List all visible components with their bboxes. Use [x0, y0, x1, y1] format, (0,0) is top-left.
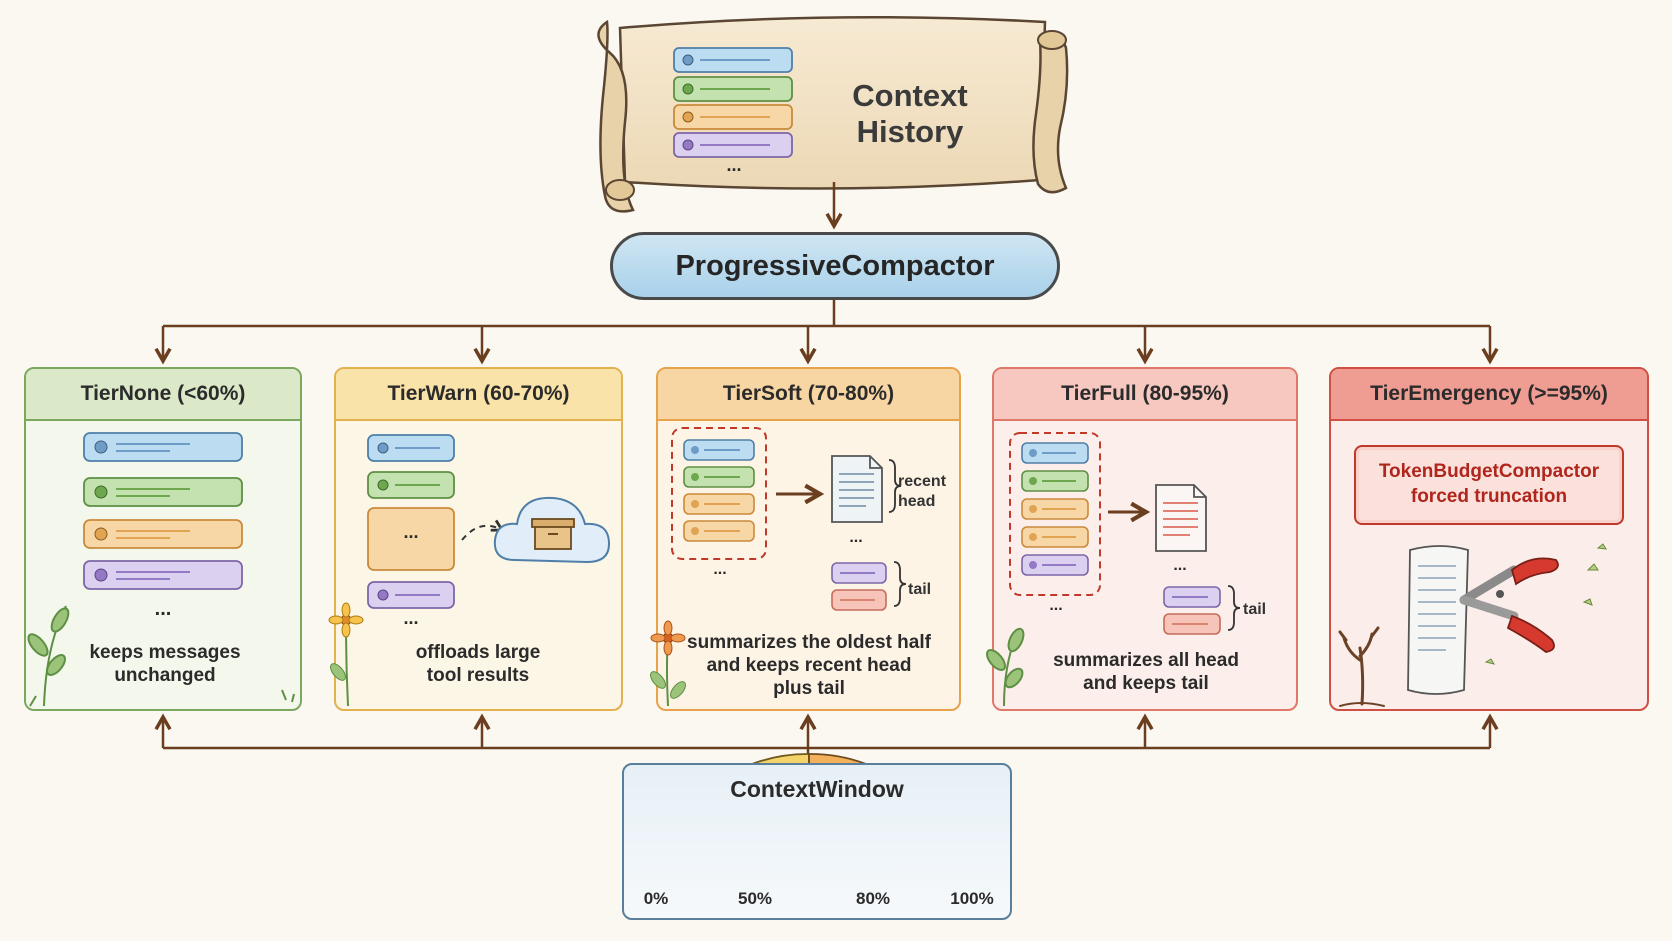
- recent-label-line1: recent: [898, 473, 947, 490]
- summarize-selection: [671, 427, 767, 560]
- tier-none-description: keeps messages unchanged: [60, 642, 270, 688]
- tier-warn-desc-line1: offloads large: [415, 642, 541, 663]
- token-budget-compactor-box: TokenBudgetCompactor forced truncation: [1354, 445, 1624, 525]
- tier-soft-title: TierSoft (70-80%): [658, 369, 959, 421]
- message-bar: [683, 520, 755, 542]
- message-bar: [673, 76, 793, 102]
- cloud-storage-icon: [493, 496, 611, 564]
- tier-none-messages: [83, 432, 243, 590]
- truncated-paper-icon: [1407, 545, 1469, 695]
- tier-warn-messages: [367, 434, 455, 609]
- tier-full-messages: [1009, 432, 1101, 596]
- message-bar: [673, 132, 793, 158]
- summarize-selection: [1009, 432, 1101, 596]
- message-bar: [367, 434, 455, 462]
- message-bar: [673, 47, 793, 73]
- history-message-stack: [673, 47, 793, 158]
- large-tool-result-block: [367, 507, 455, 571]
- message-bar: [367, 471, 455, 499]
- message-bar: [1021, 554, 1089, 576]
- history-title-line1: Context: [852, 78, 968, 113]
- tier-none-desc-line1: keeps messages: [89, 642, 241, 663]
- message-bar: [1021, 470, 1089, 492]
- forced-box-line1: TokenBudgetCompactor: [1378, 461, 1600, 483]
- sprout-icon: [27, 605, 295, 707]
- connector-arrows: [163, 182, 1490, 763]
- tier-full-desc-line2: and keeps tail: [1083, 672, 1209, 694]
- tier-warn-description: offloads large tool results: [364, 642, 592, 688]
- tier-soft-tail-label: tail: [908, 581, 932, 598]
- summary-document-icon: [831, 455, 883, 523]
- tier-warn-title: TierWarn (60-70%): [336, 369, 621, 421]
- message-bar: [683, 493, 755, 515]
- tier-full-doc-ellipsis: ...: [1173, 557, 1187, 574]
- tier-emergency-title: TierEmergency (>=95%): [1331, 369, 1647, 421]
- message-bar: [673, 104, 793, 130]
- message-bar: [83, 477, 243, 507]
- message-bar: [831, 589, 887, 611]
- tier-soft-messages: [671, 427, 767, 560]
- tier-full-msg-ellipsis: ...: [1049, 597, 1063, 614]
- tier-warn-desc-line2: tool results: [426, 664, 530, 686]
- gauge-label-0: 0%: [643, 889, 669, 908]
- sprout-icon: [986, 627, 1025, 707]
- recent-head-label: recent head: [898, 472, 954, 512]
- tier-soft-desc-line2: and keeps recent head: [706, 654, 912, 676]
- tier-full-description: summarizes all head and keeps tail: [1028, 650, 1264, 696]
- message-bar: [1163, 586, 1221, 608]
- tier-soft-desc-line3: plus tail: [773, 677, 845, 699]
- message-bar: [83, 560, 243, 590]
- tier-soft-msg-ellipsis: ...: [713, 561, 727, 578]
- tier-full-title: TierFull (80-95%): [994, 369, 1296, 421]
- tier-soft-desc-line1: summarizes the oldest half: [687, 632, 931, 653]
- gauge-label-50: 50%: [737, 889, 773, 908]
- message-bar: [83, 432, 243, 462]
- history-title-line2: History: [856, 114, 964, 150]
- history-ellipsis: ...: [726, 155, 742, 175]
- tier-warn-block-ellipsis: ...: [403, 522, 419, 542]
- history-title: Context History: [820, 78, 1000, 151]
- tier-soft-description: summarizes the oldest half and keeps rec…: [684, 632, 934, 700]
- tier-emergency-card: TierEmergency (>=95%): [1329, 367, 1649, 711]
- tier-full-desc-line1: summarizes all head: [1053, 650, 1239, 671]
- compactor-label: ProgressiveCompactor: [675, 249, 995, 282]
- tier-none-desc-line2: unchanged: [114, 664, 216, 686]
- message-bar: [367, 581, 455, 609]
- tier-warn-ellipsis: ...: [403, 608, 419, 628]
- gauge-label-80: 80%: [855, 889, 891, 908]
- message-bar: [1021, 526, 1089, 548]
- message-bar: [1021, 442, 1089, 464]
- pruning-shears-icon: [1459, 543, 1607, 665]
- bare-tree-icon: [1338, 626, 1385, 707]
- message-bar: [683, 439, 755, 461]
- context-window-box: [622, 763, 1012, 920]
- tier-soft-tail: [831, 561, 907, 611]
- message-bar: [831, 562, 887, 584]
- tier-none-title: TierNone (<60%): [26, 369, 300, 421]
- message-bar: [1021, 498, 1089, 520]
- flower-icon: [328, 602, 364, 707]
- context-window-title: ContextWindow: [730, 776, 904, 802]
- recent-head-brace: [888, 459, 902, 513]
- recent-label-line2: head: [898, 493, 936, 510]
- progressive-compactor-box: ProgressiveCompactor: [610, 232, 1060, 300]
- message-bar: [83, 519, 243, 549]
- gauge-label-100: 100%: [950, 889, 994, 908]
- forced-box-line2: forced truncation: [1410, 486, 1568, 507]
- message-bar: [683, 466, 755, 488]
- tier-soft-doc-ellipsis: ...: [849, 529, 863, 546]
- tier-none-ellipsis: ...: [154, 598, 172, 620]
- flower-icon: [650, 620, 686, 707]
- offload-arrow: [461, 526, 502, 541]
- tier-full-tail: [1163, 585, 1241, 635]
- message-bar: [1163, 613, 1221, 635]
- tier-full-card: TierFull (80-95%): [992, 367, 1298, 711]
- tier-full-tail-label: tail: [1243, 601, 1267, 618]
- summary-document-icon: [1155, 484, 1207, 552]
